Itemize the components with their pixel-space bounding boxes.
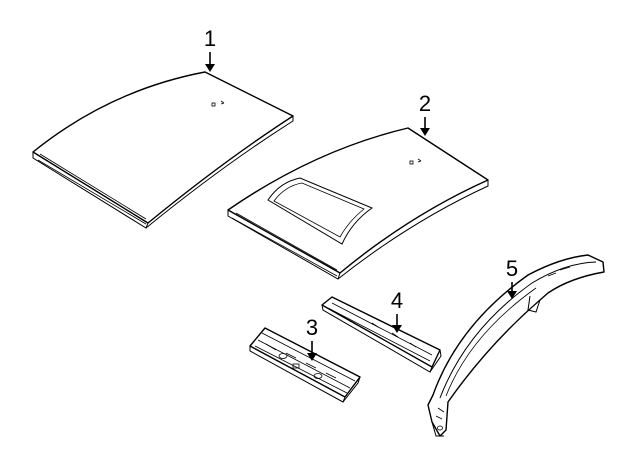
callout-3-arrowhead: [307, 353, 317, 361]
part-2-roof-panel-with-sunroof[interactable]: [227, 127, 489, 280]
part-5-roof-side-rail[interactable]: [427, 254, 605, 437]
callout-1: 1: [204, 26, 216, 72]
callout-3: 3: [306, 315, 318, 361]
part-1-roof-panel[interactable]: [32, 71, 294, 229]
callout-4-arrowhead: [392, 325, 402, 333]
part-4-front-header[interactable]: [321, 296, 442, 373]
callout-5: 5: [506, 256, 518, 299]
callout-2-arrowhead: [420, 128, 430, 136]
callout-1-arrowhead: [205, 64, 215, 72]
callout-5-number: 5: [506, 256, 518, 281]
callout-2: 2: [419, 91, 431, 136]
callout-1-number: 1: [204, 26, 216, 51]
callout-3-number: 3: [306, 315, 318, 340]
callout-4: 4: [391, 288, 403, 333]
callout-2-number: 2: [419, 91, 431, 116]
callout-5-arrowhead: [507, 291, 517, 299]
part-3-rear-header[interactable]: [249, 327, 361, 403]
callout-4-number: 4: [391, 288, 403, 313]
